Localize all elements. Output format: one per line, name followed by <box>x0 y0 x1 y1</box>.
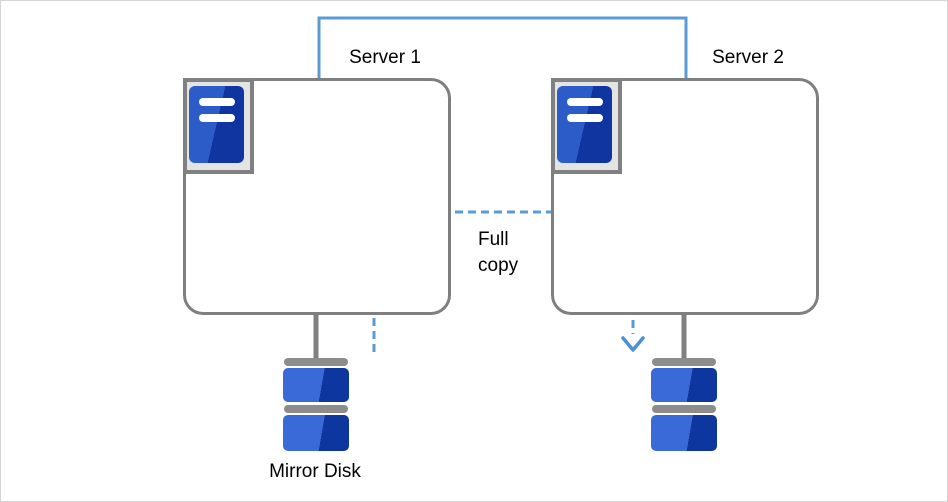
mirror-disk-left-icon <box>283 358 349 451</box>
server-tower-icon <box>189 86 244 163</box>
disk-body-icon <box>283 368 349 402</box>
full-copy-label: Full copy <box>478 229 519 276</box>
disk-body-icon <box>283 415 349 451</box>
drive-bay-icon <box>567 98 603 106</box>
drive-bay-icon <box>567 114 603 122</box>
disk-body-icon <box>651 368 717 402</box>
server2-label: Server 2 <box>712 47 784 68</box>
full-copy-arrowhead-icon <box>621 336 645 352</box>
disk-body-icon <box>651 415 717 451</box>
disk-cap-icon <box>284 405 348 413</box>
mirror-disk-label: Mirror Disk <box>269 461 361 482</box>
server2-icon <box>551 78 622 174</box>
disk-cap-icon <box>652 358 716 366</box>
drive-bay-icon <box>199 114 235 122</box>
server1-label: Server 1 <box>349 47 421 68</box>
server-tower-icon <box>557 86 612 163</box>
server1-icon <box>183 78 254 174</box>
disk-cap-icon <box>652 405 716 413</box>
mirror-disk-right-icon <box>651 358 717 451</box>
disk-cap-icon <box>284 358 348 366</box>
drive-bay-icon <box>199 98 235 106</box>
